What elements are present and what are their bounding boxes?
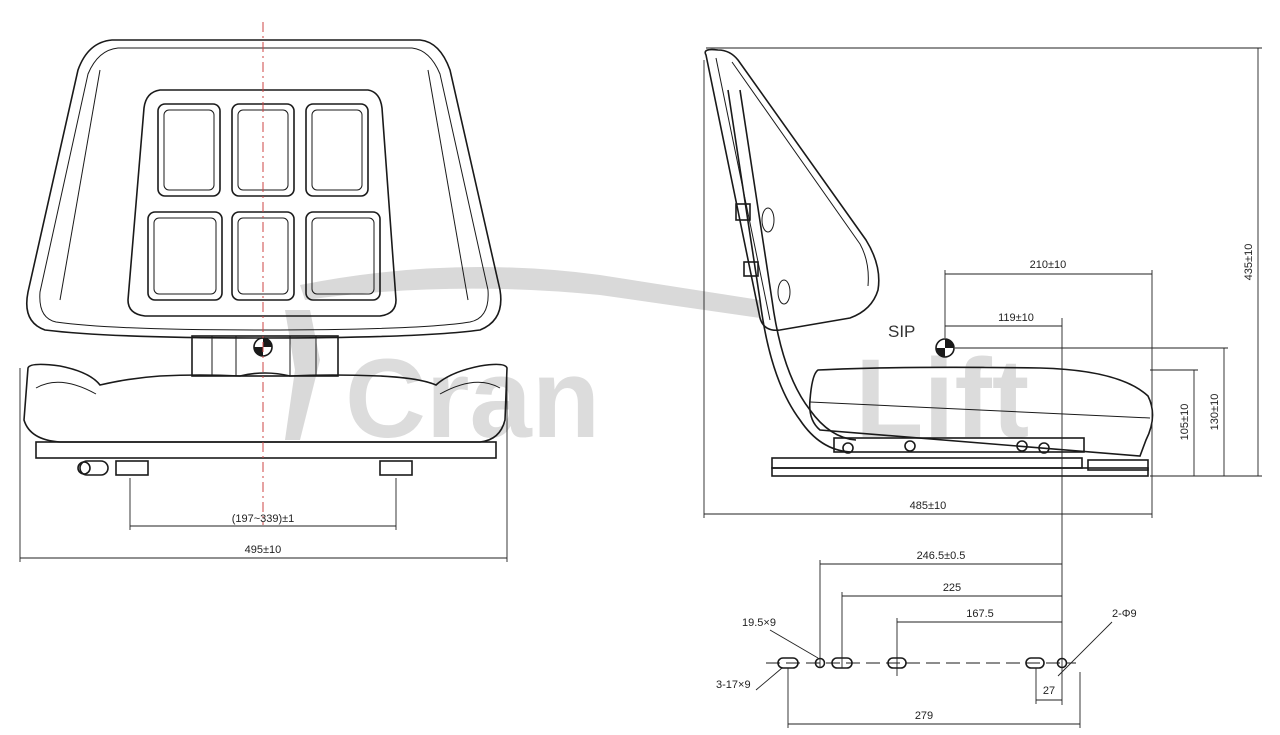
dim-hole-offset: 27 — [1043, 685, 1055, 697]
dim-pivot-span: (197~339)±1 — [232, 513, 295, 525]
slide-lever — [79, 460, 109, 476]
label-hole-spec: 2-Φ9 — [1112, 608, 1137, 620]
mount-left — [115, 460, 149, 476]
dim-sip-to-hole: 119±10 — [998, 312, 1034, 324]
side-base — [833, 437, 1085, 453]
dim-seat-height-a: 105±10 — [1179, 404, 1191, 441]
side-view: SIP 210±10 119±10 435±10 130±10 105±10 4… — [703, 47, 1262, 705]
front-view: (197~339)±1 495±10 — [19, 22, 508, 562]
label-slots-spec: 3-17×9 — [716, 679, 751, 691]
backrest-pad — [305, 211, 381, 301]
label-slot-size: 19.5×9 — [742, 617, 776, 629]
round-hole — [1056, 657, 1068, 669]
seat-cushion — [23, 363, 508, 443]
dim-hole-span-3: 167.5 — [966, 608, 994, 620]
backrest-pad — [147, 211, 223, 301]
backrest-panel — [127, 89, 397, 317]
side-backrest — [704, 48, 880, 332]
slot-hole — [1025, 657, 1045, 669]
dim-overall-depth: 485±10 — [910, 500, 947, 512]
mount-right — [379, 460, 413, 476]
seat-base — [35, 441, 497, 459]
dim-hole-span-2: 225 — [943, 582, 961, 594]
watermark: Cran Lift — [285, 267, 1029, 461]
watermark-boom-icon — [300, 267, 760, 318]
backrest-pad — [157, 103, 221, 197]
dim-sip-to-back: 210±10 — [1030, 259, 1067, 271]
side-frame-tube — [727, 89, 851, 453]
dim-hole-span-1: 246.5±0.5 — [917, 550, 966, 562]
side-seat-cushion — [808, 366, 1154, 457]
sip-label: SIP — [888, 322, 915, 341]
dim-seat-height-b: 130±10 — [1209, 394, 1221, 431]
dim-front-width: 495±10 — [245, 544, 282, 556]
dim-overall-height: 435±10 — [1243, 244, 1255, 281]
backrest-pad — [231, 211, 295, 301]
watermark-text-left: Cran — [345, 336, 600, 461]
dim-hole-total: 279 — [915, 710, 933, 722]
backrest-pad — [305, 103, 369, 197]
hole-pattern: 246.5±0.5 225 167.5 19.5×9 2-Φ9 3-17×9 2… — [716, 550, 1137, 728]
back-bracket — [191, 335, 339, 377]
